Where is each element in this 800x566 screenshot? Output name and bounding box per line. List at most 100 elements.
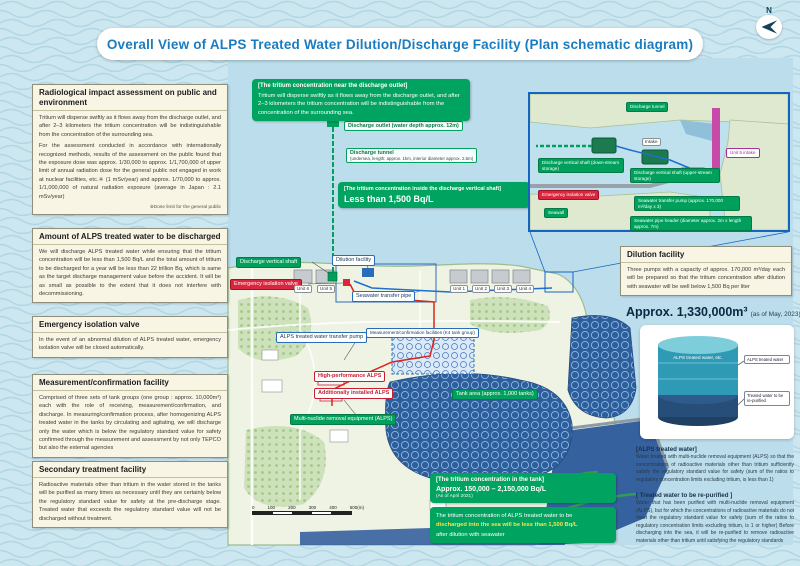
shaft-downstream-shape (591, 137, 617, 154)
inset-label-unit5-intake: Unit 5 intake (726, 148, 760, 158)
inset-connector-left (529, 231, 546, 273)
inset-label-shaft-upstream: Discharge vertical shaft (upper-stream s… (630, 168, 720, 184)
inset-source-outline (544, 271, 574, 293)
inset-label-intake: Intake (642, 138, 661, 146)
stored-amount-value: Approx. 1,330,000m³ (626, 305, 748, 319)
scale-tick: 300 (308, 505, 317, 510)
label-high-performance-alps: High-performance ALPS (314, 371, 386, 382)
dilution-facility-building (362, 268, 374, 277)
inset-label-discharge-tunnel: Discharge tunnel (626, 102, 669, 112)
definition-body: Water that has been purified with multi-… (636, 500, 794, 544)
panel-heading: Emergency isolation valve (33, 317, 227, 333)
inset-label-pipe-header: Seawater pipe header (diameter approx. 2… (630, 216, 752, 232)
label-multi-nuclide-removal-equipment: Multi-nuclide removal equipment (ALPS) (290, 414, 397, 425)
forest-patch (238, 296, 312, 361)
panel-dilution-facility: Dilution facility Three pumps with a cap… (620, 246, 792, 297)
note-line-highlight: discharged into the sea will be less tha… (436, 522, 578, 529)
label-unit-6: Unit 6 (294, 285, 313, 293)
forest-patch (244, 426, 326, 507)
note-value: Approx. 150,000 – 2,150,000 Bq/L (436, 485, 547, 493)
panel-heading: Dilution facility (621, 247, 791, 263)
note-title: [The tritium concentration inside the di… (344, 186, 501, 192)
definition-alps-treated-water: [ALPS treated water] Water treated with … (636, 446, 794, 484)
note-near-outlet: [The tritium concentration near the disc… (252, 79, 470, 121)
definition-water-to-be-repurified: [ Treated water to be re-purified ] Wate… (636, 492, 794, 545)
panel-paragraph: We will discharge ALPS treated water whi… (39, 249, 221, 297)
definition-title: [ Treated water to be re-purified ] (636, 492, 733, 499)
scale-tick: 400 (329, 505, 337, 510)
forest-patch (470, 297, 550, 333)
label-unit-2: Unit 2 (472, 285, 491, 293)
compass: N (752, 6, 786, 39)
panel-paragraph: Tritium will disperse swiftly as it flow… (39, 115, 221, 138)
panel-paragraph: For the assessment conducted in accordan… (39, 143, 221, 200)
panel-paragraph: Three pumps with a capacity of approx. 1… (627, 267, 785, 290)
stored-amount-date: (as of May, 2023) (750, 311, 800, 318)
callout-alps-treated-water: ALPS treated water (744, 355, 790, 365)
label-dilution-facility: Dilution facility (332, 255, 376, 266)
tank-area-shape-east (567, 315, 637, 419)
panel-heading: Measurement/confirmation facility (33, 375, 227, 391)
label-unit-4: Unit 4 (516, 285, 535, 293)
panel-emergency-valve: Emergency isolation valve In the event o… (32, 316, 228, 358)
cylinder-caption: ALPS treated water, etc. (673, 355, 723, 360)
note-in-tank: [The tritium concentration in the tank] … (430, 473, 616, 503)
panel-radiological-impact: Radiological impact assessment on public… (32, 84, 228, 215)
label-discharge-tunnel: Discharge tunnel (undersea, length: appr… (346, 148, 478, 163)
panel-paragraph: Radioactive materials other than tritium… (39, 482, 221, 522)
label-alps-transfer-pump: ALPS treated water transfer pump (276, 332, 368, 343)
header-banner: Overall View of ALPS Treated Water Dilut… (97, 28, 703, 60)
note-line: The tritium concentration of ALPS treate… (436, 513, 573, 519)
note-title: [The tritium concentration near the disc… (258, 83, 408, 89)
label-emergency-isolation-valve: Emergency isolation valve (230, 279, 302, 290)
note-title: [The tritium concentration in the tank] (436, 477, 545, 483)
note-value: Less than 1,500 Bq/L (344, 194, 434, 205)
label-discharge-vertical-shaft: Discharge vertical shaft (236, 257, 302, 268)
panel-measurement-confirmation: Measurement/confirmation facility Compri… (32, 374, 228, 458)
label-additionally-installed-alps: Additionally installed ALPS (314, 388, 394, 399)
panel-heading: Amount of ALPS treated water to be disch… (33, 229, 227, 245)
panel-paragraph: Comprised of three sets of tank groups (… (39, 395, 221, 452)
tank-cylinder-diagram (658, 336, 745, 426)
label-unit-5: Unit 5 (317, 285, 336, 293)
label-seawater-transfer-pipe: Seawater transfer pipe (352, 291, 416, 302)
scale-tick: 500(m) (349, 505, 364, 510)
scale-bar-segments (252, 511, 352, 515)
label-discharge-outlet: Discharge outlet (water depth approx. 12… (344, 121, 463, 131)
compass-n-label: N (766, 6, 772, 15)
inset-label-seawater-pump: Seawater transfer pump (approx. 170,000 … (634, 196, 740, 212)
scale-tick: 0 (252, 505, 255, 510)
label-tank-area: Tank area (approx. 1,000 tanks) (452, 389, 538, 400)
compass-arrow-icon (756, 15, 782, 39)
emergency-isolation-valve-marker (343, 279, 350, 286)
scale-tick: 200 (288, 505, 296, 510)
label-unit-3: Unit 3 (494, 285, 513, 293)
inset-label-emergency-valve: Emergency isolation valve (538, 190, 600, 200)
definition-title: [ALPS treated water] (636, 446, 697, 453)
panel-footnote: ※Dose limit for the general public (149, 204, 221, 210)
unit5-intake-channel-bar (712, 108, 720, 176)
label-measurement-facilities: Measurement/confirmation facilities (K4 … (366, 328, 479, 338)
panel-discharge-amount: Amount of ALPS treated water to be disch… (32, 228, 228, 304)
discharge-outlet-marker (327, 120, 339, 127)
stored-amount: Approx. 1,330,000m³(as of May, 2023) (626, 303, 800, 321)
inset-label-shaft-downstream: Discharge vertical shaft (down-stream st… (538, 158, 624, 174)
scale-tick: 100 (267, 505, 276, 510)
callout-water-to-be-repurified: Treated water to be re-purified (744, 391, 790, 406)
note-body: Tritium will disperse swiftly as it flow… (258, 92, 460, 116)
scale-bar: 0 100 200 300 400 500(m) (252, 505, 364, 515)
inset-seawater-pipe (615, 145, 705, 175)
note-discharge-concentration: The tritium concentration of ALPS treate… (430, 507, 616, 544)
panel-paragraph: In the event of an abnormal dilution of … (39, 337, 221, 352)
note-inside-shaft: [The tritium concentration inside the di… (338, 182, 530, 209)
intake-channel (680, 120, 716, 142)
note-line: after dilution with seawater (436, 531, 505, 538)
page-title: Overall View of ALPS Treated Water Dilut… (106, 36, 694, 52)
inset-enlarged-view: Discharge tunnel Intake Unit 5 intake Di… (528, 92, 790, 232)
label-unit-1: Unit 1 (450, 285, 469, 293)
note-date: (As of April 2021) (436, 493, 473, 499)
storage-tank-panel: ALPS treated water, etc. ALPS treated wa… (640, 325, 794, 439)
panel-secondary-treatment: Secondary treatment facility Radioactive… (32, 461, 228, 528)
inset-label-seawall: Seawall (544, 208, 569, 218)
